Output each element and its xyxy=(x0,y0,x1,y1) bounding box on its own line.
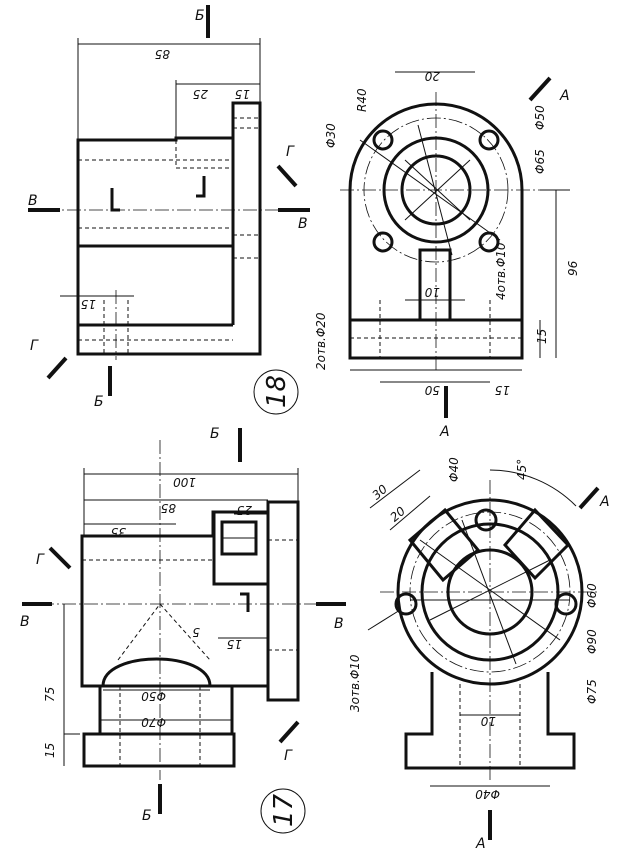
drawing-18-number-badge: 18 xyxy=(253,369,299,415)
label-18-a-top: А xyxy=(559,88,570,104)
dim-17-phi75: Φ75 xyxy=(585,679,599,704)
drawing-18-side-view xyxy=(28,5,310,396)
dim-18-side-25: 25 xyxy=(193,87,208,101)
dim-17-phi60: Φ60 xyxy=(585,583,599,608)
dim-17-side-15-mid: 15 xyxy=(227,637,242,651)
dim-17-side-85: 85 xyxy=(161,501,176,515)
dim-18-phi30: Φ30 xyxy=(324,123,338,148)
label-17-b-bottom: Б xyxy=(142,808,152,824)
dim-18-96: 96 xyxy=(566,260,580,276)
dim-17-side-15: 15 xyxy=(43,743,57,758)
label-17-a-top: А xyxy=(599,494,610,510)
dim-18-50: 50 xyxy=(424,383,440,397)
dim-18-r40: R40 xyxy=(355,88,369,112)
label-18-b-top: Б xyxy=(195,8,205,24)
label-18-b-bottom: Б xyxy=(94,394,104,410)
drawing-17-side-view xyxy=(22,428,346,814)
dim-17-holes10: 3отв.Φ10 xyxy=(348,654,362,712)
dim-17-side-75: 75 xyxy=(43,687,57,702)
dim-18-15-right: 15 xyxy=(535,329,549,344)
dim-17-phi40: Φ40 xyxy=(447,457,461,482)
dim-17-phi40-bottom: Φ40 xyxy=(475,787,500,801)
dim-18-holes10: 4отв.Φ10 xyxy=(494,242,508,300)
dim-17-side-100: 100 xyxy=(173,475,196,489)
dim-18-side-15: 15 xyxy=(235,87,250,101)
label-17-g-bottom: Г xyxy=(284,748,293,764)
dim-17-side-phi50: Φ50 xyxy=(141,689,166,703)
dim-18-side-overall: 85 xyxy=(155,47,170,61)
dim-18-phi65: Φ65 xyxy=(533,149,547,174)
dim-17-phi90: Φ90 xyxy=(585,629,599,654)
drawing-17-front-view xyxy=(367,469,600,840)
dim-17-side-phi70: Φ70 xyxy=(141,715,166,729)
label-17-v-right: В xyxy=(334,616,344,632)
label-17-v-left: В xyxy=(20,614,30,630)
dim-17-side-25: 25 xyxy=(237,503,252,517)
drawing-18-number: 18 xyxy=(262,375,292,408)
label-18-a-bottom: А xyxy=(439,424,450,440)
dim-18-holes20: 2отв.Φ20 xyxy=(314,312,328,370)
dim-17-30: 30 xyxy=(369,482,390,503)
label-17-g-top: Г xyxy=(36,552,45,568)
dim-17-side-5: 5 xyxy=(192,625,200,639)
label-18-g-top: Г xyxy=(286,144,295,160)
dim-18-10: 10 xyxy=(424,285,440,299)
drawing-18-front-view xyxy=(340,71,570,418)
dim-18-phi50: Φ50 xyxy=(533,105,547,130)
label-18-v-right: В xyxy=(298,216,308,232)
dim-17-angle45: 45° xyxy=(515,459,529,480)
dim-17-10: 10 xyxy=(480,714,496,728)
label-17-a-bottom: А xyxy=(475,836,486,851)
dim-18-side-15-bottom: 15 xyxy=(81,297,96,311)
label-18-g-bottom: Г xyxy=(30,338,39,354)
dim-17-20: 20 xyxy=(387,504,408,525)
label-18-v-left: В xyxy=(28,193,38,209)
drawing-17-number-badge: 17 xyxy=(260,788,306,834)
drawing-17-number: 17 xyxy=(269,793,299,827)
dim-17-side-35: 35 xyxy=(111,525,126,539)
dim-18-20: 20 xyxy=(424,69,440,83)
label-17-b-top: Б xyxy=(210,426,220,442)
dim-18-15-bottom: 15 xyxy=(495,383,510,397)
